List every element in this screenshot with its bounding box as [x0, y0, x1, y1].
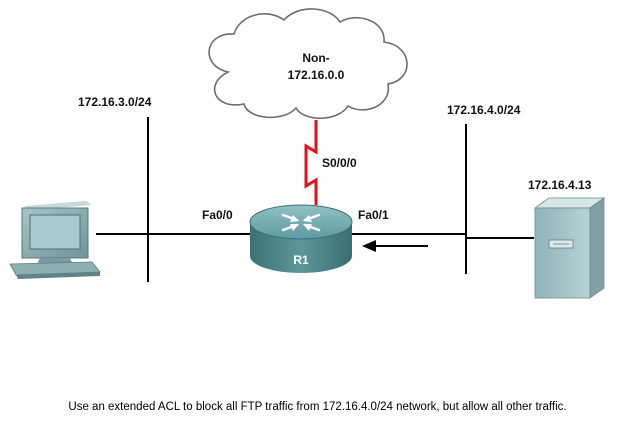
router-icon	[249, 204, 353, 273]
left-network-label: 172.16.3.0/24	[78, 95, 152, 109]
serial-interface-label: S0/0/0	[322, 156, 357, 170]
cloud-label-line1: Non-	[302, 51, 329, 65]
server-ip-label: 172.16.4.13	[528, 178, 592, 192]
server-icon	[533, 197, 606, 299]
fa0-1-label: Fa0/1	[358, 208, 389, 222]
traffic-arrow	[362, 240, 428, 252]
cloud-label-line2: 172.16.0.0	[288, 68, 345, 82]
instruction-caption: Use an extended ACL to block all FTP tra…	[68, 401, 567, 413]
fa0-0-label: Fa0/0	[202, 208, 233, 222]
workstation-icon	[9, 201, 101, 279]
right-network-label: 172.16.4.0/24	[447, 103, 521, 117]
cloud-icon	[208, 8, 408, 119]
serial-link	[304, 120, 318, 205]
router-label: R1	[293, 253, 309, 267]
